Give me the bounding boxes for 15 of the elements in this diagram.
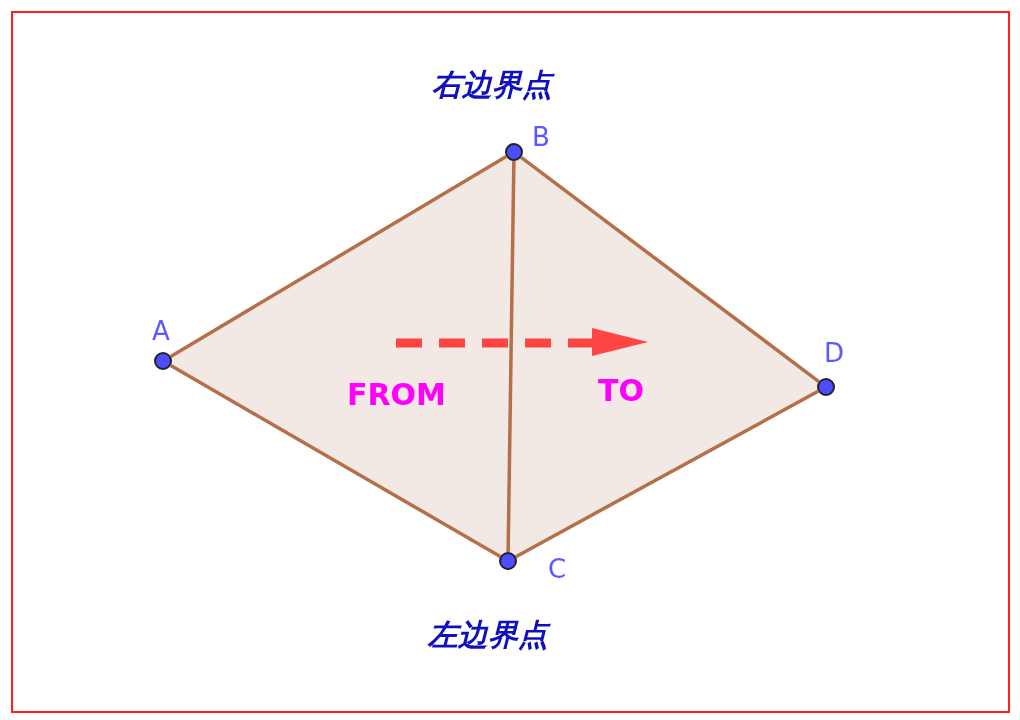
point-label: D — [824, 340, 845, 366]
point-label: C — [548, 556, 567, 582]
segment-line — [506, 160, 516, 553]
segment-line — [169, 155, 508, 358]
direction-label: TO — [598, 376, 644, 406]
point-marker — [505, 143, 523, 161]
point-marker — [154, 352, 172, 370]
segment-line — [520, 156, 820, 383]
point-label: A — [152, 318, 170, 344]
direction-label: FROM — [347, 380, 446, 410]
point-marker — [499, 552, 517, 570]
segment-line — [515, 389, 819, 559]
point-marker — [817, 378, 835, 396]
point-label: B — [532, 124, 550, 150]
segment-line — [169, 364, 502, 558]
